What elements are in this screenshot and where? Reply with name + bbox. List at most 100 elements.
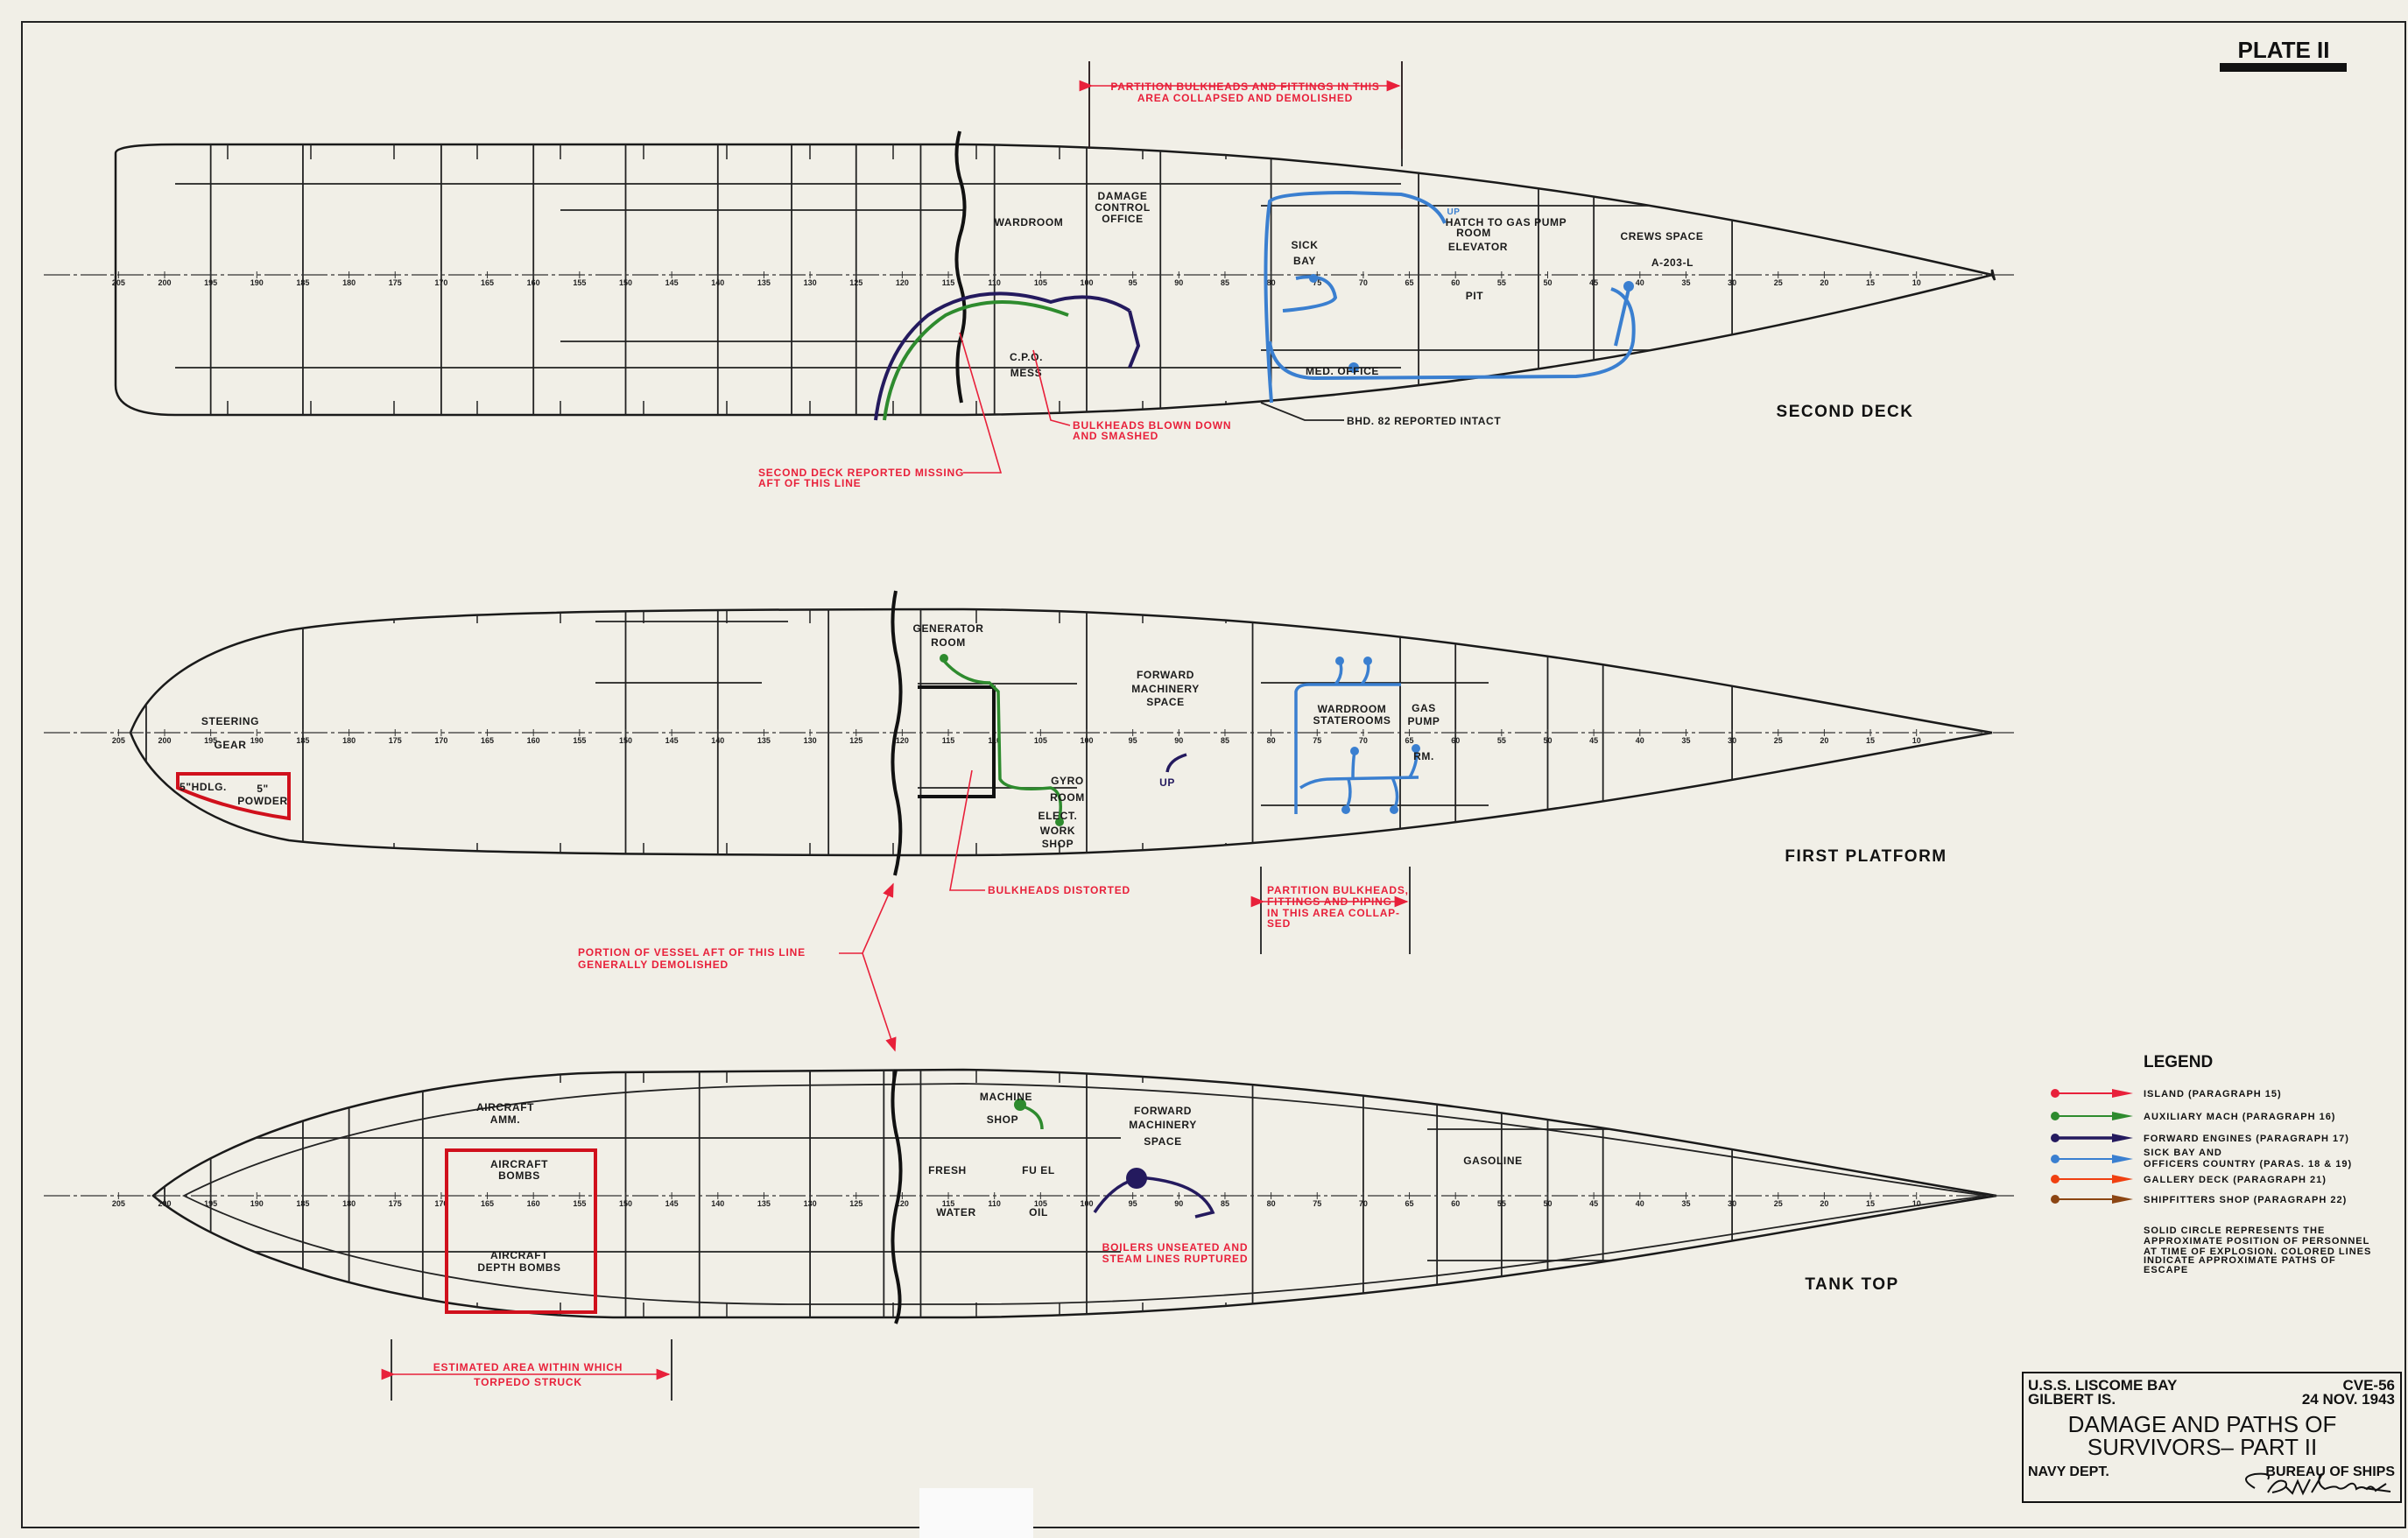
frame-label: 30 [1728,736,1736,745]
frame-label: 45 [1589,736,1598,745]
frame-label: 65 [1405,1199,1414,1208]
svg-text:PLATE II: PLATE II [2238,37,2330,63]
deck-title-tank-top: TANK TOP [1805,1275,1898,1294]
frame-label: 125 [849,1199,863,1208]
damage-line [954,130,967,404]
legend-arrow-icon [2112,1134,2133,1142]
tank-fresh-water: FRESH [928,1164,967,1176]
room-elect-work-shop: SHOP [1042,838,1074,850]
frame-label: 70 [1359,1199,1368,1208]
note-second-deck-missing: AFT OF THIS LINE [758,477,861,489]
frame-label: 90 [1174,736,1183,745]
legend-note: APPROXIMATE POSITION OF PERSONNEL [2144,1236,2369,1247]
frame-label: 95 [1129,736,1137,745]
room-aircraft-bombs: BOMBS [498,1169,540,1182]
room-wardroom-staterooms: STATEROOMS [1313,714,1391,727]
room-wardroom: WARDROOM [995,216,1064,228]
frame-label: 45 [1589,278,1598,287]
room-forward-machinery: SPACE [1146,696,1184,708]
room-damage-control: OFFICE [1102,213,1144,225]
magazine-red-outline [176,772,291,821]
room-machine-shop: MACHINE [980,1091,1032,1103]
bomb-magazine-red-outline [445,1148,597,1314]
frame-label: 55 [1497,736,1506,745]
damage-line [891,590,903,876]
drawing-title: DAMAGE AND PATHS OF [2068,1411,2337,1437]
legend-arrow-icon [2112,1089,2133,1098]
legend-label: GALLERY DECK (PARAGRAPH 21) [2144,1175,2327,1185]
tank-fuel-oil: FU EL [1022,1164,1055,1176]
frame-label: 120 [896,1199,909,1208]
room-5in-handling: 5"HDLG. [180,781,227,793]
frame-label: 140 [711,278,724,287]
frame-label: 175 [389,1199,402,1208]
frame-label: 195 [204,278,217,287]
frame-label: 35 [1681,736,1690,745]
room-gas-pump: GAS [1412,702,1436,714]
ship-name: U.S.S. LISCOME BAY [2028,1377,2178,1394]
frame-label: 165 [481,1199,494,1208]
frame-label: 105 [1034,1199,1047,1208]
legend-item: FORWARD ENGINES (PARAGRAPH 17) [2051,1134,2348,1144]
navy-dept: NAVY DEPT. [2028,1464,2109,1479]
room-forward-machinery: FORWARD [1134,1105,1192,1117]
legend-label: SHIPFITTERS SHOP (PARAGRAPH 22) [2144,1195,2347,1205]
frame-label: 40 [1636,736,1644,745]
legend: LEGEND ISLAND (PARAGRAPH 15)AUXILIARY MA… [2051,1053,2370,1275]
frame-label: 65 [1405,736,1414,745]
frame-label: 85 [1221,736,1229,745]
room-crews-space: CREWS SPACE [1620,230,1703,242]
sheet-border [21,21,2406,1528]
frame-label: 85 [1221,278,1229,287]
room-forward-machinery: FORWARD [1137,669,1194,681]
frame-label: 90 [1174,278,1183,287]
room-gyro: ROOM [1050,791,1085,804]
frame-label: 40 [1636,1199,1644,1208]
frame-label: 190 [250,736,264,745]
title-block: U.S.S. LISCOME BAY CVE-56 GILBERT IS. 24… [2022,1372,2402,1503]
legend-note: ESCAPE [2144,1265,2188,1275]
frame-label: 125 [849,736,863,745]
room-gasoline: GASOLINE [1463,1155,1522,1167]
note-partition-collapsed: PARTITION BULKHEADS, [1267,884,1409,896]
room-gas-pump: PUMP [1407,715,1440,727]
frame-label: 170 [434,736,447,745]
frame-label: 55 [1497,1199,1506,1208]
legend-label: AUXILIARY MACH (PARAGRAPH 16) [2144,1112,2335,1122]
frame-label: 135 [757,278,771,287]
frame-label: 115 [942,736,955,745]
personnel-position-marker [1126,1168,1147,1189]
room-steering-gear: STEERING [201,715,259,727]
frame-label: 115 [942,1199,955,1208]
frame-label: 30 [1728,278,1736,287]
room-sick-bay: SICK [1291,239,1318,251]
signature [2245,1472,2391,1496]
frame-label: 160 [527,278,540,287]
note-bhd-82: BHD. 82 REPORTED INTACT [1347,415,1501,427]
room-5in-powder: POWDER [237,795,288,807]
room-forward-machinery: MACHINERY [1129,1119,1197,1131]
frame-label: 100 [1080,278,1093,287]
legend-arrow-icon [2112,1155,2133,1163]
frame-label: 185 [296,278,309,287]
frame-label: 25 [1774,736,1783,745]
note-partition-collapsed: FITTINGS AND PIPING [1267,895,1392,908]
hull-number: CVE-56 [2342,1377,2395,1394]
hatch-label: ROOM [1456,227,1491,239]
note-vessel-demolished: GENERALLY DEMOLISHED [578,959,729,971]
frame-label: 40 [1636,278,1644,287]
drawing-title: SURVIVORS– PART II [2088,1434,2318,1460]
frame-label: 125 [849,278,863,287]
frame-label: 190 [250,1199,264,1208]
frame-label: 155 [573,278,586,287]
room-damage-control: CONTROL [1095,201,1151,214]
escape-paths [874,190,1636,421]
note-bulkheads-blown: BULKHEADS BLOWN DOWN [1073,419,1231,432]
room-forward-machinery: SPACE [1144,1135,1181,1148]
frame-label: 80 [1267,736,1276,745]
frame-label: 180 [342,1199,356,1208]
auxiliary-mach-path [883,300,1069,421]
